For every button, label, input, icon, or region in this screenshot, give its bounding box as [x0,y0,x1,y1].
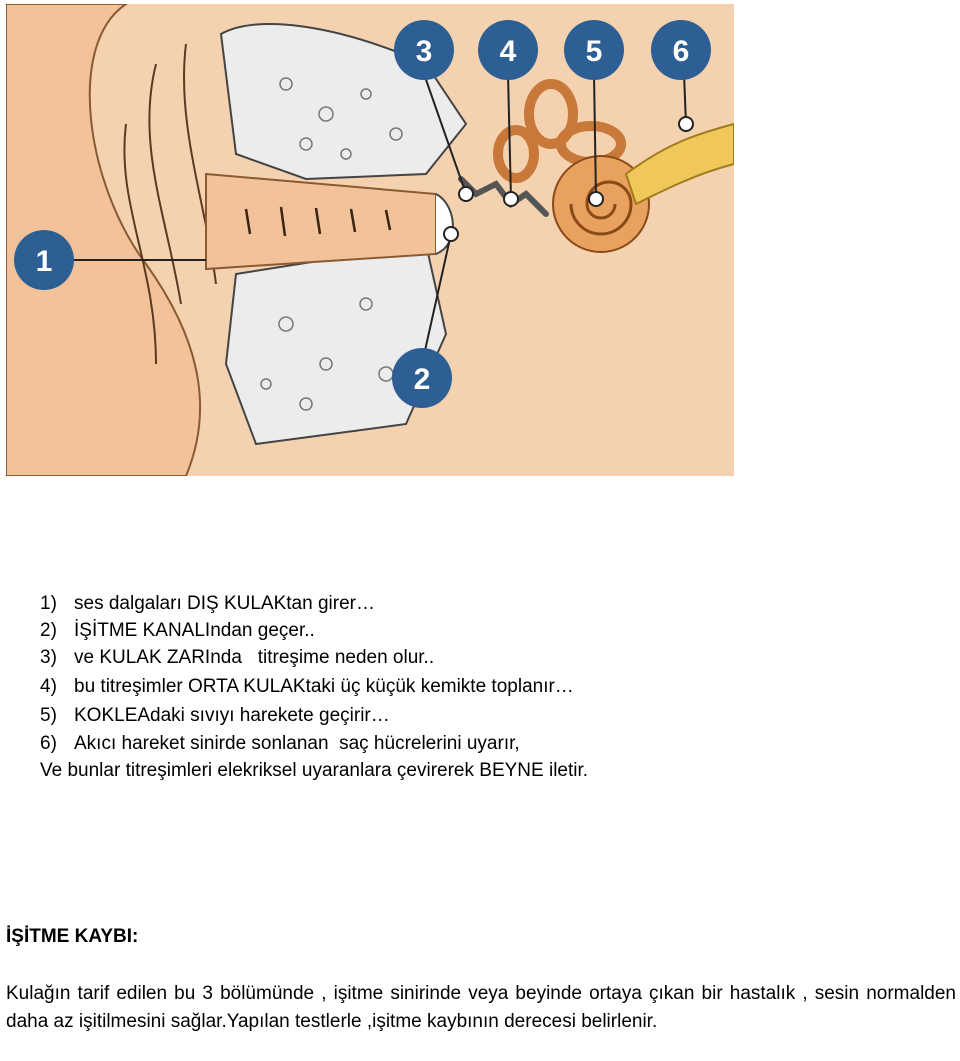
svg-text:4: 4 [500,35,517,68]
step-1: 1) ses dalgaları DIŞ KULAKtan girer… [40,590,375,617]
auditory-nerve [624,122,734,206]
step-text: bu titreşimler ORTA KULAKtaki üç küçük k… [74,676,574,697]
marker-5: 5 [564,20,624,80]
marker-1: 1 [14,230,74,290]
continuation-line: Ve bunlar titreşimleri elekriksel uyaran… [40,760,589,781]
svg-text:6: 6 [673,35,690,68]
step-number: 4) [40,676,57,697]
step-4: 4) bu titreşimler ORTA KULAKtaki üç küçük… [40,673,574,700]
section-heading: İŞİTME KAYBI: [6,926,139,947]
step-text: ses dalgaları DIŞ KULAKtan girer… [74,593,375,614]
step-number: 6) [40,733,57,754]
ear-anatomy-figure: 1 2 3 4 5 6 [6,4,734,476]
step-number: 3) [40,647,57,668]
step-5: 5) KOKLEAdaki sıvıyı harekete geçirir… [40,702,390,729]
step-text: ve KULAK ZARInda titreşime neden olur.. [74,647,435,668]
step-2: 2) İŞİTME KANALIndan geçer.. [40,617,315,644]
step-6: 6) Akıcı hareket sinirde sonlanan saç hüc… [40,730,520,757]
pinna [6,4,202,476]
marker-3: 3 [394,20,454,80]
marker-6: 6 [651,20,711,80]
svg-text:3: 3 [416,35,433,68]
step-text: KOKLEAdaki sıvıyı harekete geçirir… [74,705,390,726]
step-number: 1) [40,593,57,614]
step-number: 5) [40,705,57,726]
svg-text:5: 5 [586,35,603,68]
marker-4: 4 [478,20,538,80]
svg-text:1: 1 [36,245,53,278]
body-paragraph: Kulağın tarif edilen bu 3 bölümünde , iş… [6,983,956,1032]
svg-text:2: 2 [414,363,431,396]
step-3: 3) ve KULAK ZARInda titreşime neden olur.… [40,644,434,671]
marker-2: 2 [392,348,452,408]
step-text: İŞİTME KANALIndan geçer.. [74,620,315,641]
step-number: 2) [40,620,57,641]
step-text: Akıcı hareket sinirde sonlanan saç hücre… [74,733,520,754]
